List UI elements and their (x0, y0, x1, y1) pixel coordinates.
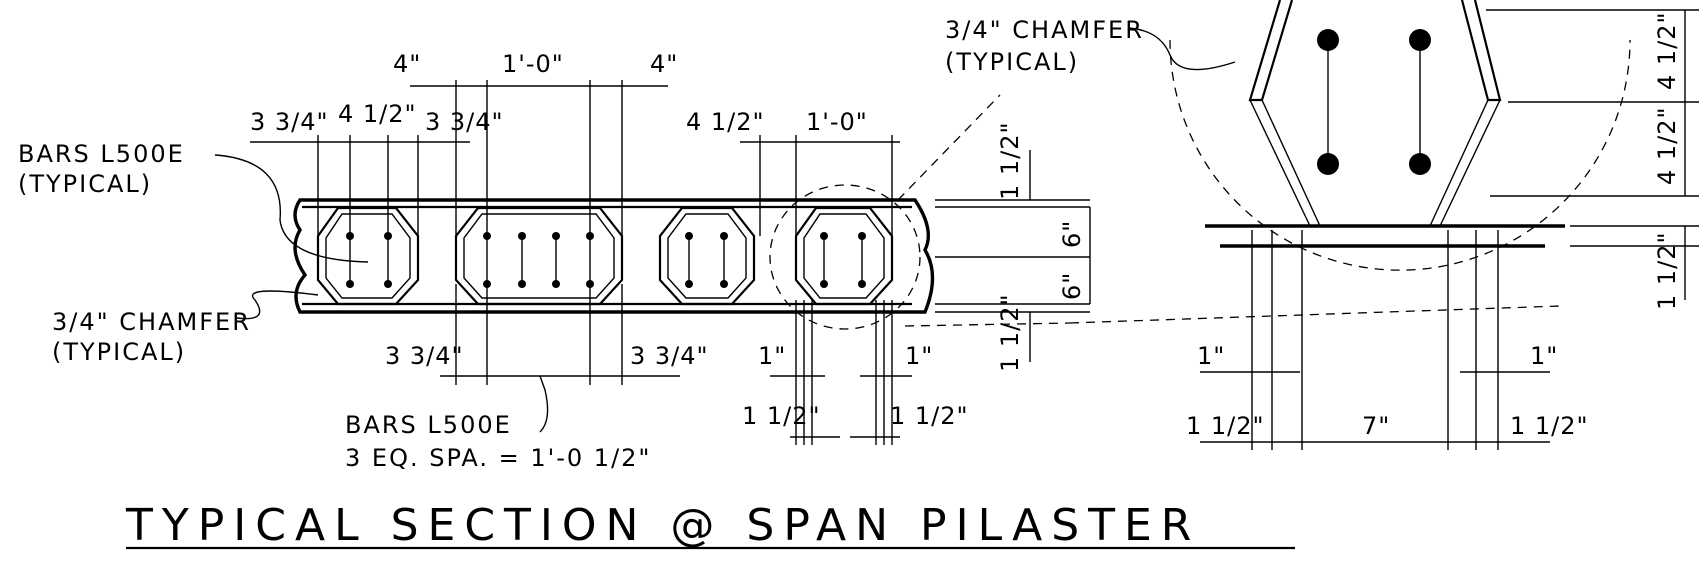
detail-chamfer-left (1248, 0, 1294, 102)
dim-label: 1" (905, 342, 933, 370)
bars-note-line1: BARS L500E (18, 140, 185, 168)
bars-note-line2: (TYPICAL) (18, 170, 152, 198)
chamfer-note-right-line2: (TYPICAL) (945, 48, 1079, 76)
void-1 (316, 206, 420, 306)
dim-label: 1" (758, 342, 786, 370)
void-3 (658, 206, 756, 306)
dim-label: 1'-0" (806, 108, 868, 136)
dim-label: 1 1/2" (1653, 231, 1681, 310)
detail-chamfer-right (1460, 0, 1502, 102)
detail-leader-top (897, 94, 1001, 201)
detail-dimension-lines (1200, 10, 1686, 443)
dim-label: 1 1/2" (890, 402, 969, 430)
dim-label: 1" (1530, 342, 1558, 370)
detail-callout-circle (769, 184, 921, 330)
dim-label: 3 3/4" (385, 342, 464, 370)
detail-bar (1409, 29, 1431, 51)
chamfer-note-left-line2: (TYPICAL) (52, 338, 186, 366)
dim-label: 4" (650, 50, 678, 78)
dim-label: 3 3/4" (250, 108, 329, 136)
chamfer-note-right-line1: 3/4" CHAMFER (945, 16, 1144, 44)
dim-label: 4 1/2" (338, 100, 417, 128)
dim-label: 4 1/2" (1653, 11, 1681, 90)
dimension-labels: 4" 1'-0" 4" 3 3/4" 4 1/2" 3 3/4" 4 1/2" … (250, 11, 1681, 440)
annotations: BARS L500E (TYPICAL) 3/4" CHAMFER (TYPIC… (18, 16, 1144, 472)
bars-bottom-leader (539, 375, 549, 433)
chamfer-note-left-line1: 3/4" CHAMFER (52, 308, 251, 336)
dim-label: 1 1/2" (1186, 412, 1265, 440)
detail-bar (1317, 153, 1339, 175)
dim-label: 7" (1362, 412, 1390, 440)
void-2 (454, 206, 624, 306)
dim-label: 1" (1197, 342, 1225, 370)
bars-bottom-note-line1: BARS L500E (345, 411, 512, 439)
dim-label: 1 1/2" (996, 293, 1024, 372)
detail-leader-bottom-b (1069, 305, 1561, 324)
detail-dashed-circle (1169, 39, 1631, 271)
dim-label: 3 3/4" (630, 342, 709, 370)
slab-outline (293, 198, 935, 314)
void-4 (794, 206, 894, 306)
detail-leader-bottom-a (904, 322, 1071, 327)
dim-label: 4" (393, 50, 421, 78)
chamfer-leader-right (1127, 27, 1236, 71)
dim-label: 6" (1058, 272, 1086, 300)
dimension-lines (250, 85, 1091, 438)
detail-extension-lines (1251, 9, 1699, 450)
detail-bar (1409, 153, 1431, 175)
dim-label: 1 1/2" (1510, 412, 1589, 440)
dim-label: 6" (1058, 220, 1086, 248)
bars-bottom-note-line2: 3 EQ. SPA. = 1'-0 1/2" (345, 444, 651, 472)
dim-label: 1 1/2" (996, 121, 1024, 200)
drawing-title: TYPICAL SECTION @ SPAN PILASTER (125, 500, 1200, 551)
detail-view (1127, 0, 1699, 450)
dim-label: 4 1/2" (1653, 106, 1681, 185)
extension-lines (317, 80, 1090, 445)
detail-bar (1317, 29, 1339, 51)
dim-label: 3 3/4" (425, 108, 504, 136)
dim-label: 1'-0" (502, 50, 564, 78)
bars-leader (214, 154, 369, 263)
chamfer-leader-left (236, 290, 319, 320)
dim-label: 1 1/2" (742, 402, 821, 430)
main-section (214, 80, 1561, 445)
dim-label: 4 1/2" (686, 108, 765, 136)
